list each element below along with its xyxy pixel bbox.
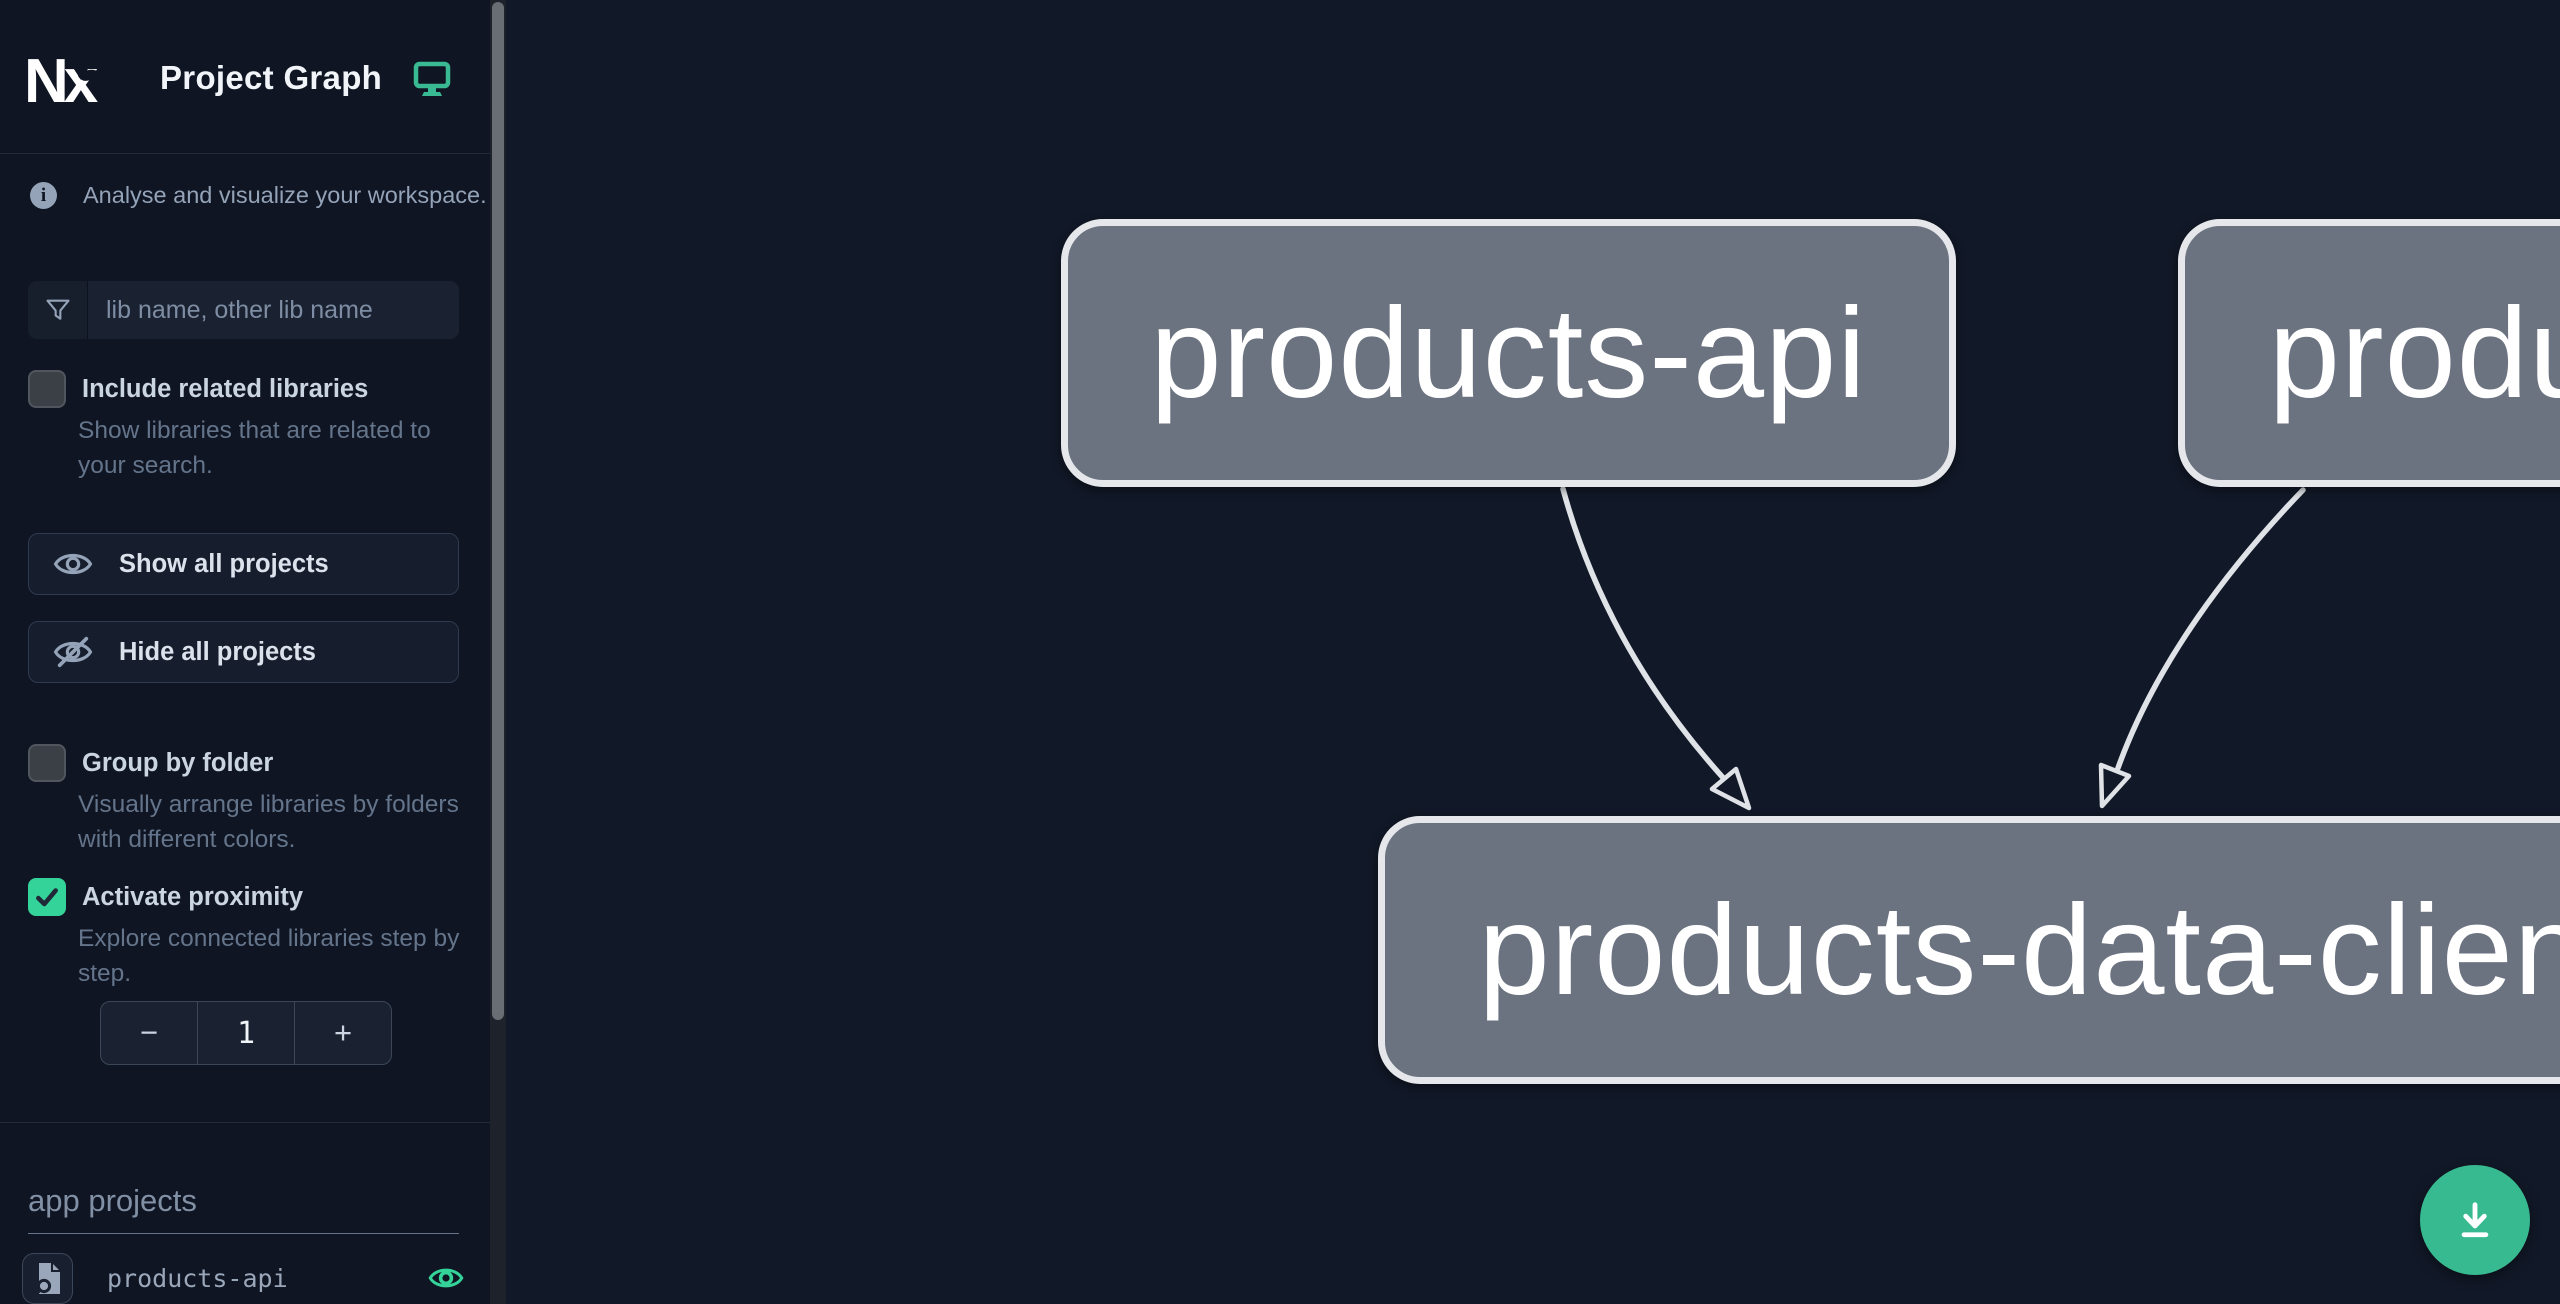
- graph-canvas[interactable]: products-api products-cli products-data-…: [506, 0, 2560, 1304]
- monitor-icon[interactable]: [412, 58, 452, 98]
- filter-box: [28, 281, 459, 339]
- node-label: products-api: [1150, 281, 1867, 425]
- toggle-project-visibility-eye-icon[interactable]: [428, 1261, 464, 1295]
- proximity-increment-button[interactable]: +: [294, 1002, 391, 1064]
- graph-edges: [1560, 486, 2306, 811]
- activate-proximity-row: Activate proximity: [28, 878, 303, 916]
- show-all-projects-button[interactable]: Show all projects: [28, 533, 459, 595]
- arrowhead-icon: [1709, 766, 1752, 811]
- document-search-icon: [34, 1262, 60, 1296]
- graph-node-products-data-client[interactable]: products-data-client: [1378, 816, 2560, 1084]
- activate-proximity-label: Activate proximity: [82, 883, 304, 911]
- sidebar: Nx Project Graph i Analyse and visualize…: [0, 0, 490, 1304]
- eye-icon: [53, 553, 93, 575]
- sidebar-scrollbar-thumb[interactable]: [492, 2, 504, 1020]
- group-by-folder-row: Group by folder: [28, 744, 273, 782]
- download-image-button[interactable]: [2420, 1165, 2530, 1275]
- checkmark-icon: [36, 888, 58, 907]
- arrowhead-icon: [2098, 762, 2132, 809]
- edge-products-api-to-products-data-client: [1560, 486, 1752, 811]
- sidebar-scrollbar-track[interactable]: [490, 0, 506, 1304]
- filter-input[interactable]: [88, 281, 459, 339]
- focus-project-button[interactable]: [22, 1253, 73, 1304]
- activate-proximity-checkbox[interactable]: [28, 878, 66, 916]
- edge-products-cli-to-products-data-client: [2098, 487, 2306, 809]
- proximity-value: 1: [236, 1015, 256, 1051]
- graph-node-products-cli[interactable]: products-cli: [2178, 219, 2560, 487]
- graph-node-products-api[interactable]: products-api: [1061, 219, 1956, 487]
- include-related-checkbox[interactable]: [28, 370, 66, 408]
- project-name: products-api: [107, 1264, 288, 1293]
- activate-proximity-description: Explore connected libraries step by step…: [78, 925, 460, 987]
- nx-logo: Nx: [28, 48, 110, 110]
- include-related-row: Include related libraries: [28, 370, 368, 408]
- sidebar-header: Nx Project Graph: [0, 0, 490, 154]
- info-text: Analyse and visualize your workspace.: [83, 182, 487, 208]
- proximity-decrement-button[interactable]: −: [101, 1002, 198, 1064]
- group-by-folder-checkbox[interactable]: [28, 744, 66, 782]
- section-title-app-projects: app projects: [28, 1183, 459, 1234]
- eye-off-icon: [53, 636, 93, 668]
- group-by-folder-label: Group by folder: [82, 749, 274, 777]
- node-label: products-data-client: [1478, 878, 2560, 1022]
- show-all-projects-label: Show all projects: [119, 549, 329, 578]
- page-title: Project Graph: [160, 59, 383, 96]
- group-by-folder-description: Visually arrange libraries by folders wi…: [78, 791, 459, 853]
- workspace-info: i Analyse and visualize your workspace.: [30, 182, 487, 209]
- project-row-products-api: products-api: [22, 1253, 464, 1304]
- include-related-label: Include related libraries: [82, 375, 369, 403]
- proximity-stepper: − 1 +: [100, 1001, 392, 1065]
- include-related-description: Show libraries that are related to your …: [78, 417, 431, 479]
- sidebar-divider: [0, 1122, 490, 1123]
- hide-all-projects-label: Hide all projects: [119, 637, 316, 666]
- download-icon: [2461, 1202, 2489, 1238]
- info-icon: i: [30, 182, 57, 209]
- node-label: products-cli: [2268, 281, 2560, 425]
- hide-all-projects-button[interactable]: Hide all projects: [28, 621, 459, 683]
- filter-funnel-icon: [28, 281, 88, 339]
